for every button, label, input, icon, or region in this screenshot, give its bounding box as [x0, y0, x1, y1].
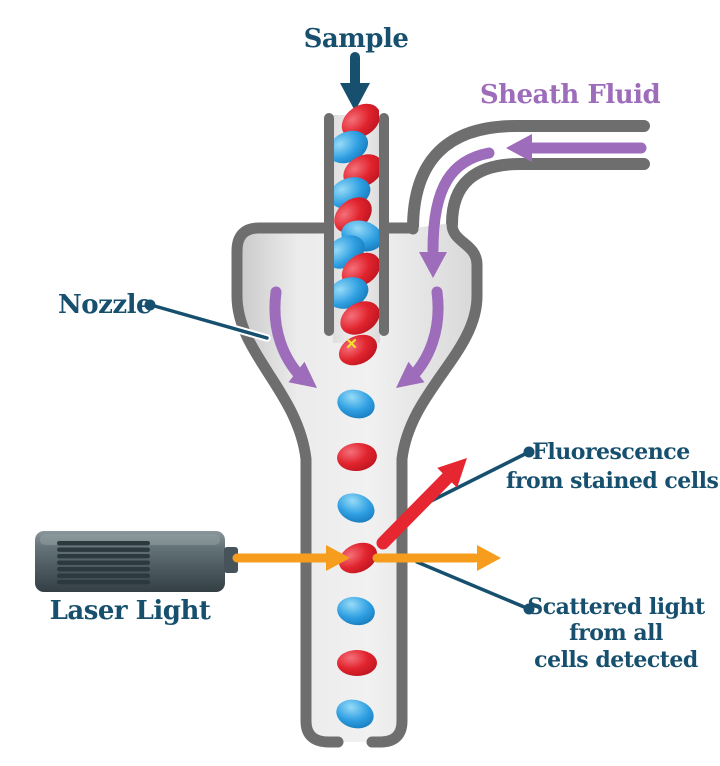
fluorescence-label-line2: from stained cells — [506, 467, 719, 494]
blue-cell — [334, 277, 369, 309]
red-cell — [340, 301, 379, 335]
sheath-arrow-horizontal-head — [506, 134, 532, 162]
laser-beam-arrows — [232, 545, 501, 571]
nozzle-funnel-outline-left — [231, 222, 419, 748]
fluorescence-label-line1: Fluorescence — [532, 439, 690, 465]
leader-lines — [144, 299, 535, 615]
nozzle-leader-dot — [144, 299, 156, 311]
scattered-leader-line — [415, 560, 531, 611]
fluorescence-leader-line — [417, 450, 531, 509]
nozzle-label: Nozzle — [57, 290, 153, 320]
sheath-pipe-inner-wall — [446, 158, 650, 230]
laser-aperture-nub — [224, 547, 238, 573]
laser-device — [35, 531, 238, 592]
red-cell — [341, 103, 379, 139]
sheath-arrow-curved-shaft — [427, 147, 495, 256]
laser-vent-lines — [57, 541, 150, 585]
scattered-label-line2: from all — [569, 620, 663, 647]
funnel-flow-arrow-left-head — [288, 361, 317, 388]
red-cell — [337, 650, 377, 676]
sample-arrow-head — [340, 83, 370, 111]
blue-cell — [334, 130, 369, 164]
fluorescence-arrow-shaft — [376, 470, 455, 550]
funnel-flow-arrow-right-head — [396, 361, 425, 388]
red-cell-marked — [338, 334, 378, 366]
blue-cell — [337, 389, 375, 419]
nozzle-funnel-body — [237, 223, 477, 742]
sample-tube-cells — [334, 103, 379, 335]
cell-x-mark-icon — [346, 338, 357, 349]
sheath-fluid-label: Sheath Fluid — [479, 80, 661, 110]
fluorescence-arrow — [376, 458, 467, 550]
stream-cells — [336, 334, 378, 729]
fluorescence-leader-dot — [523, 446, 535, 458]
scattered-light-label: Scattered light from all cells detected — [516, 594, 716, 673]
nozzle-leader-line — [149, 303, 269, 340]
laser-light-label: Laser Light — [49, 596, 211, 626]
sheath-pipe-outer-wall — [407, 120, 650, 235]
red-cell — [337, 442, 377, 472]
scattered-leader-dot — [523, 603, 535, 615]
blue-cell — [337, 493, 375, 523]
fluorescence-arrow-head — [437, 458, 467, 488]
laser-beam-head-left — [326, 545, 350, 571]
nozzle-funnel-outline-right — [366, 218, 483, 748]
sample-label: Sample — [303, 24, 409, 54]
red-cell-laser-hit — [338, 542, 378, 574]
scattered-label-line3: cells detected — [534, 646, 698, 673]
sample-flow-arrow — [340, 52, 370, 111]
blue-cell — [337, 596, 375, 626]
sheath-arrow-curved-head — [419, 252, 447, 278]
sheath-flow-arrows — [269, 134, 647, 388]
scattered-light-head — [477, 545, 501, 571]
scattered-label-line1: Scattered light — [527, 594, 705, 620]
fluorescence-label: Fluorescence from stained cells — [506, 438, 719, 495]
blue-cell — [336, 699, 374, 729]
